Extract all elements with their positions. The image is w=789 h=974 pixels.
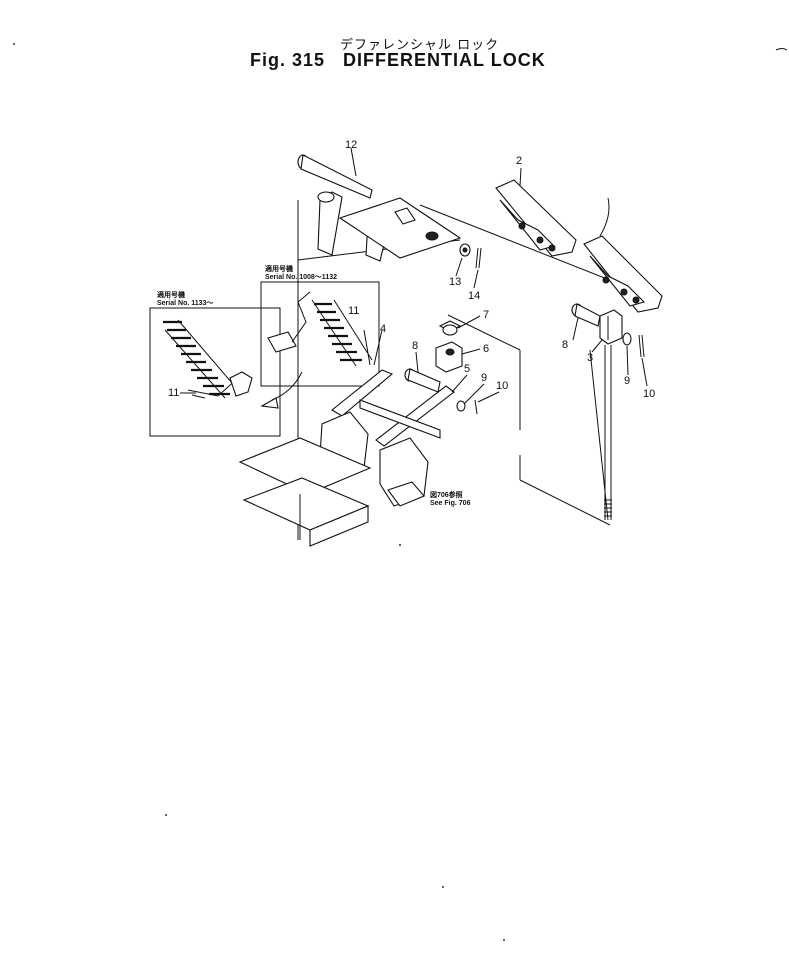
inset-new-serial-label: Serial No. 1133～ — [157, 300, 213, 307]
callout-8-right: 8 — [562, 339, 568, 351]
floor-plates — [238, 437, 372, 547]
leader-lines — [297, 200, 641, 540]
callout-14: 14 — [468, 290, 480, 302]
callout-8-left: 8 — [412, 340, 418, 352]
inset-new-serial: 11 — [149, 307, 281, 437]
callout-11-new: 11 — [168, 387, 179, 399]
callout-10-right: 10 — [643, 388, 655, 400]
washer-13 — [459, 243, 471, 257]
callout-3: 3 — [587, 352, 593, 364]
callout-4: 4 — [380, 323, 386, 335]
callout-9-right: 9 — [624, 375, 630, 387]
callout-5: 5 — [464, 363, 470, 375]
callout-leaders — [415, 167, 648, 405]
pedal-part-2-left — [495, 179, 577, 257]
spring-part-11-old — [311, 299, 373, 367]
clevis-rod-part-3 — [599, 309, 623, 520]
callout-12: 12 — [345, 139, 357, 151]
callout-13: 13 — [449, 276, 461, 288]
callout-11-old: 11 — [348, 305, 359, 317]
inset-old-serial-label: Serial No. 1008～1132 — [265, 274, 337, 281]
figure-name: DIFFERENTIAL LOCK — [343, 50, 546, 70]
pedal-part-2-right — [583, 197, 663, 313]
inset-old-japanese: 適用号機 — [265, 264, 293, 273]
inset-old-serial: 11 — [260, 281, 380, 409]
pin-part-8-right — [571, 303, 601, 327]
linkage-assembly — [319, 320, 478, 507]
washer-9-right — [622, 332, 632, 346]
cross-ref-japanese: 図706参照 — [430, 490, 463, 499]
callout-7: 7 — [483, 309, 489, 321]
callout-9-left: 9 — [481, 372, 487, 384]
figure-number: Fig. 315 — [250, 50, 326, 70]
callout-2: 2 — [516, 155, 522, 167]
japanese-title: デファレンシャル ロック — [340, 38, 500, 53]
cotter-pin-14 — [475, 247, 482, 269]
inset-new-japanese: 適用号機 — [157, 290, 185, 299]
pin-part-12 — [297, 147, 373, 199]
cotter-pin-10-right — [638, 334, 645, 358]
cross-ref-text: See Fig. 706 — [430, 500, 471, 507]
scan-specks — [13, 43, 788, 941]
callout-6: 6 — [483, 343, 489, 355]
callout-10-left: 10 — [496, 380, 508, 392]
upper-bracket — [317, 191, 462, 262]
spring-part-11-new — [163, 319, 239, 399]
figure-title: Fig. 315 DIFFERENTIAL LOCK — [250, 50, 546, 71]
